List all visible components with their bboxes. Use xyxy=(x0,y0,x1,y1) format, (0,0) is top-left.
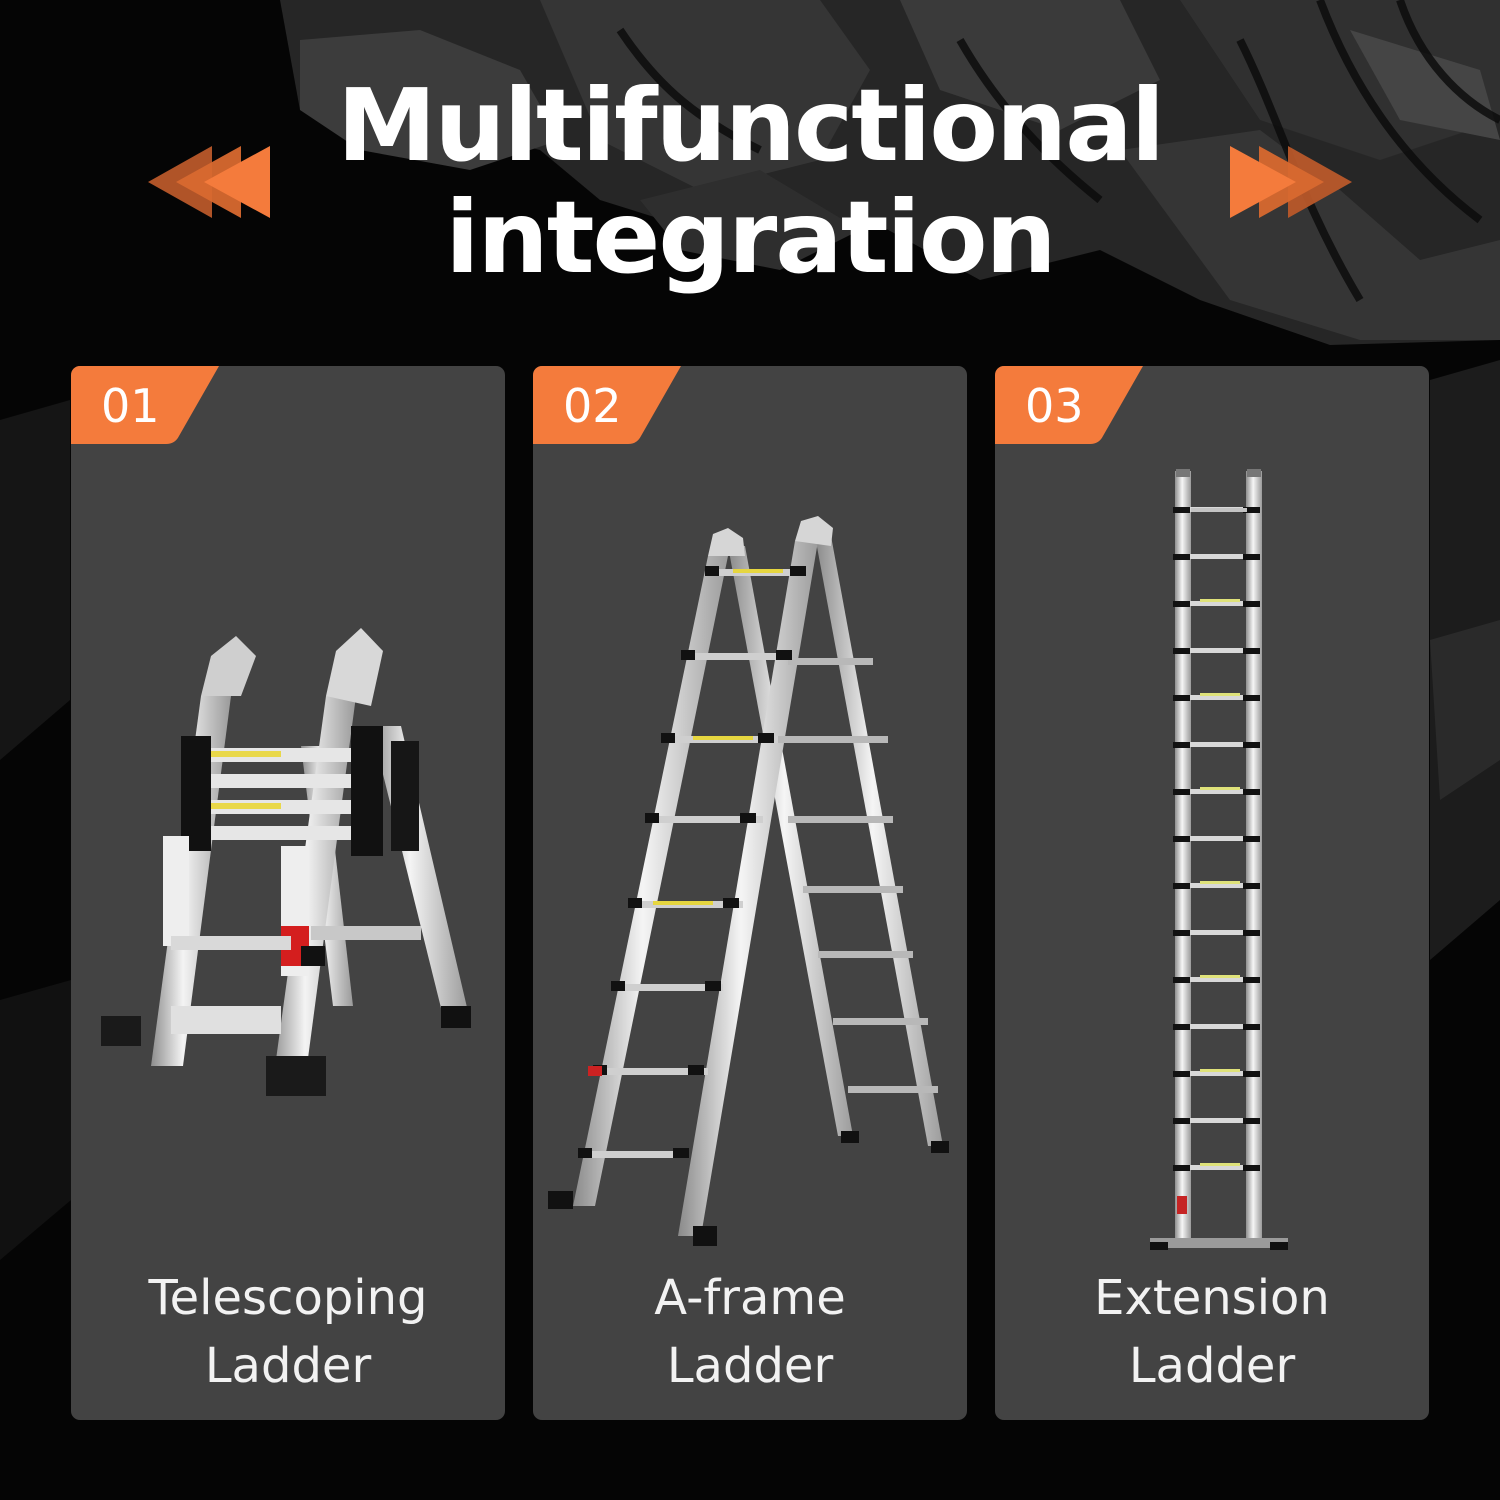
ladder-caption: A-frame Ladder xyxy=(533,1264,967,1400)
title-line-1: Multifunctional xyxy=(337,67,1165,184)
ladder-caption: Telescoping Ladder xyxy=(71,1264,505,1400)
ladder-card-a-frame: 02 xyxy=(533,366,967,1420)
caption-line-2: Ladder xyxy=(1128,1338,1296,1394)
ladder-card-telescoping: 01 xyxy=(71,366,505,1420)
badge-number: 03 xyxy=(1025,379,1084,433)
caption-line-2: Ladder xyxy=(204,1338,372,1394)
number-badge: 02 xyxy=(533,366,683,444)
ladder-caption: Extension Ladder xyxy=(995,1264,1429,1400)
badge-number: 02 xyxy=(563,379,622,433)
caption-line-1: A-frame xyxy=(654,1270,846,1326)
title-line-2: integration xyxy=(445,179,1056,296)
telescoping-ladder-image xyxy=(101,628,471,1096)
number-badge: 01 xyxy=(71,366,221,444)
caption-line-1: Extension xyxy=(1094,1270,1330,1326)
caption-line-2: Ladder xyxy=(666,1338,834,1394)
triple-arrow-left-icon xyxy=(148,146,270,218)
page-title: Multifunctional integration xyxy=(0,70,1500,294)
extension-ladder-image xyxy=(1150,469,1288,1250)
caption-line-1: Telescoping xyxy=(148,1270,428,1326)
number-badge: 03 xyxy=(995,366,1145,444)
a-frame-ladder-image xyxy=(548,516,949,1246)
triple-arrow-right-icon xyxy=(1230,146,1352,218)
badge-number: 01 xyxy=(101,379,160,433)
ladder-card-extension: 03 xyxy=(995,366,1429,1420)
